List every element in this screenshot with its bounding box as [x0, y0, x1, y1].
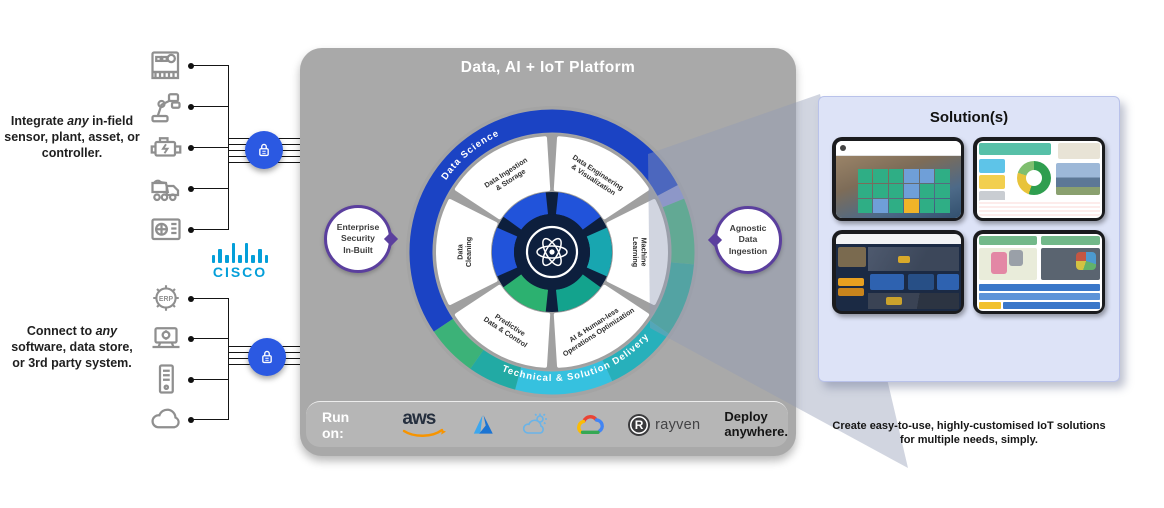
cloud-sun-logo — [520, 411, 552, 439]
cisco-logo: CISCO — [194, 243, 286, 280]
enterprise-security-badge-text: Enterprise Security In-Built — [336, 222, 380, 255]
agnostic-data-ingestion-badge-text: Agnostic Data Ingestion — [728, 223, 768, 256]
connector-line — [193, 419, 229, 421]
connector-dot — [188, 145, 194, 151]
connector-line — [193, 379, 229, 381]
aws-logo-text: aws — [402, 407, 436, 429]
security-lock-icon — [245, 131, 283, 169]
hvac-unit-icon — [146, 212, 186, 248]
cisco-logo-text: CISCO — [212, 264, 268, 280]
enterprise-security-badge: Enterprise Security In-Built — [324, 205, 399, 273]
deploy-anywhere-label: Deploy anywhere. — [724, 408, 788, 439]
aws-smile-icon — [403, 428, 447, 437]
flow-meter-icon — [146, 48, 186, 84]
connector-line — [193, 298, 229, 300]
integrate-caption-post: in-field sensor, plant, asset, or contro… — [4, 114, 140, 160]
azure-logo — [470, 412, 496, 438]
run-on-label: Run on: — [322, 408, 350, 441]
connector-line — [193, 147, 229, 149]
connector-dot — [188, 104, 194, 110]
solutions-screenshot-grid — [832, 137, 1105, 314]
solutions-caption: Create easy-to-use, highly-customised Io… — [832, 420, 1106, 447]
connector-line — [193, 338, 229, 340]
solution-screenshot-mine-kpis — [832, 137, 964, 221]
solution-screenshot-energy-dashboard — [973, 137, 1105, 221]
solutions-panel: Solution(s) — [818, 96, 1120, 446]
connector-trunk — [228, 65, 230, 230]
aws-logo: aws — [398, 407, 447, 441]
google-cloud-logo — [574, 412, 606, 438]
dump-truck-icon — [146, 171, 186, 207]
connector-dot — [188, 186, 194, 192]
rayven-logo-text: rayven — [655, 416, 701, 433]
integrate-caption-pre: Integrate — [10, 114, 68, 128]
security-lock-icon — [248, 338, 286, 376]
engine-icon — [146, 130, 186, 166]
connector-line — [193, 65, 229, 67]
erp-gear-icon: ERP — [146, 280, 186, 316]
cloud-icon — [146, 401, 186, 437]
connector-dot — [188, 417, 194, 423]
solution-screenshot-haul-trucks — [832, 230, 964, 314]
connector-dot — [188, 336, 194, 342]
connect-caption-pre: Connect to — [26, 324, 96, 338]
connector-dot — [188, 63, 194, 69]
integrate-caption-any: any — [67, 114, 89, 128]
svg-text:MachineLearning: MachineLearning — [631, 237, 649, 267]
robot-arm-icon — [146, 89, 186, 125]
rayven-logo-mark: R — [628, 413, 651, 436]
connect-caption-post: software, data store, or 3rd party syste… — [11, 340, 133, 370]
integrate-caption: Integrate any in-field sensor, plant, as… — [4, 113, 140, 161]
svg-text:DataCleaning: DataCleaning — [456, 237, 474, 267]
software-laptop-icon — [146, 320, 186, 356]
connector-line — [193, 106, 229, 108]
connector-line — [193, 229, 229, 231]
erp-label: ERP — [159, 296, 174, 303]
connect-caption: Connect to any software, data store, or … — [4, 323, 140, 371]
connector-dot — [188, 377, 194, 383]
connector-dot — [188, 296, 194, 302]
connect-caption-any: any — [95, 324, 118, 338]
solutions-title: Solution(s) — [929, 109, 1009, 126]
rayven-logo: R rayven — [628, 413, 701, 436]
connector-dot — [188, 227, 194, 233]
cisco-logo-bars — [194, 243, 286, 263]
agnostic-data-ingestion-badge: Agnostic Data Ingestion — [707, 206, 782, 274]
platform-title: Data, AI + IoT Platform — [460, 59, 636, 76]
connector-line — [193, 188, 229, 190]
solution-screenshot-weather-map — [973, 230, 1105, 314]
run-on-bar: Run on: aws — [306, 401, 788, 447]
server-icon — [146, 361, 186, 397]
